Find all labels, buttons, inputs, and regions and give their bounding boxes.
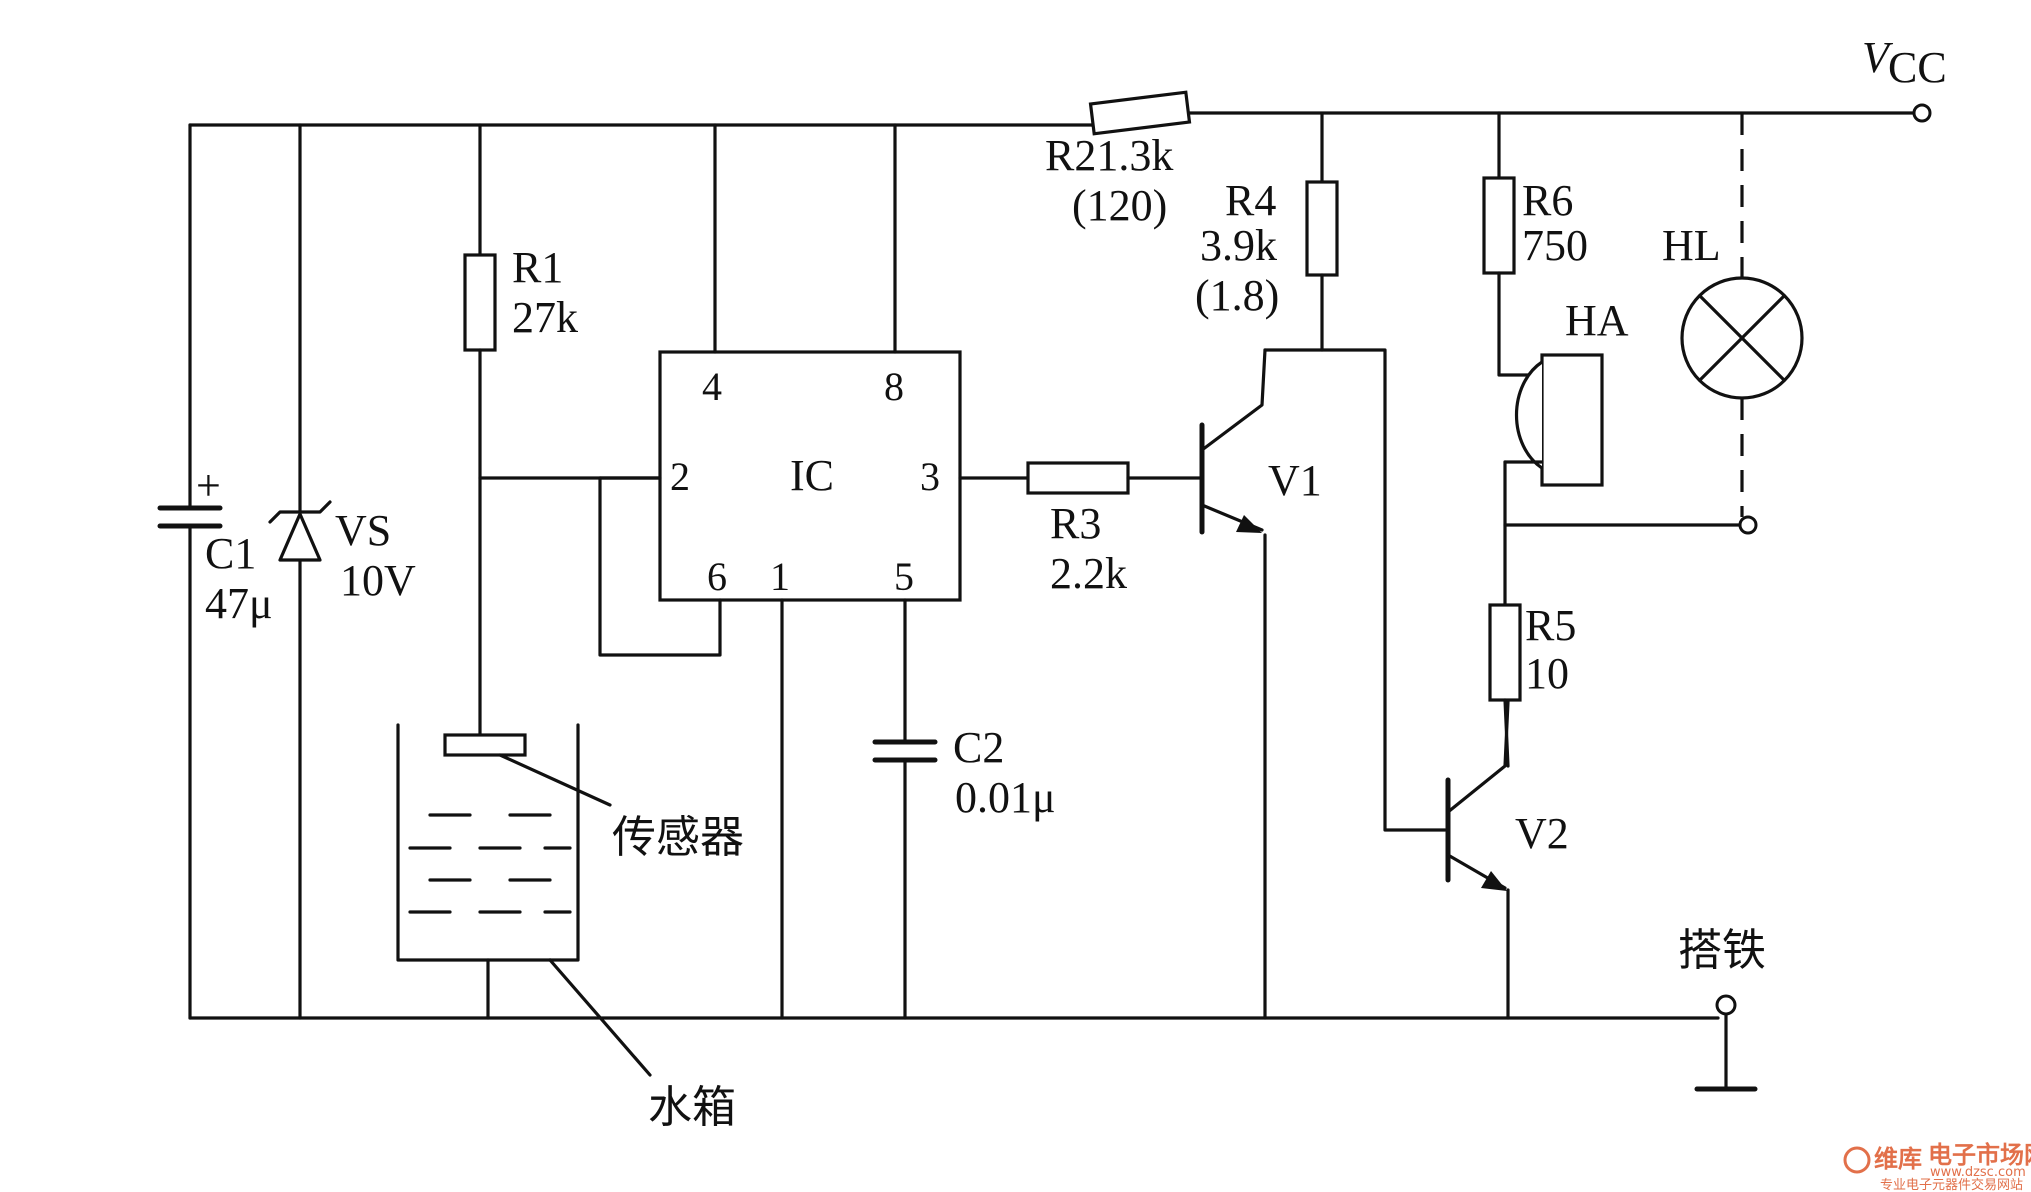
resistor-r3: [1026, 461, 1202, 495]
ic-pin-2: 2: [670, 454, 690, 499]
sensor-label: 传感器: [612, 812, 744, 863]
watermark-domain: www.dzsc.com: [1930, 1165, 2026, 1180]
c1-name: C1: [205, 529, 256, 578]
resistor-r4: [1263, 112, 1447, 832]
r5-value: 10: [1525, 649, 1569, 698]
hl-name: HL: [1662, 221, 1721, 270]
vcc-label: V CC: [1862, 33, 1947, 92]
svg-text:CC: CC: [1888, 43, 1947, 92]
supply-rail: [188, 103, 1932, 127]
resistor-r2: [1088, 90, 1192, 136]
r3-value: 2.2k: [1050, 549, 1127, 598]
r6-value: 750: [1522, 221, 1588, 270]
ic-pin-3: 3: [920, 454, 940, 499]
r2-label: R21.3k: [1045, 131, 1173, 180]
ic-555: [598, 123, 1030, 1020]
tank-label: 水箱: [648, 1082, 736, 1133]
buzzer-ha: [1503, 353, 1758, 607]
watermark-brand: 维库: [1874, 1145, 1922, 1173]
c1-polarity: +: [196, 461, 221, 510]
transistor-v2: [1445, 700, 1510, 1020]
r4-value: 3.9k: [1200, 221, 1277, 270]
r4-alt: (1.8): [1195, 271, 1279, 320]
water-tank: [396, 723, 652, 1077]
svg-text:V: V: [1862, 33, 1894, 82]
capacitor-c1: [157, 123, 223, 1020]
vs-value: 10V: [340, 556, 416, 605]
watermark-site: 电子市场网: [1928, 1141, 2031, 1169]
ic-name: IC: [790, 451, 834, 500]
r2-alt: (120): [1072, 181, 1167, 230]
ground-rail: [188, 994, 1758, 1092]
watermark: 维库 电子市场网 www.dzsc.com 专业电子元器件交易网站: [1843, 1141, 2031, 1192]
v2-name: V2: [1515, 809, 1569, 858]
c2-value: 0.01μ: [955, 773, 1056, 822]
v1-name: V1: [1268, 456, 1322, 505]
c1-value: 47μ: [205, 579, 273, 628]
capacitor-c2: [872, 739, 938, 1020]
ic-pin-6: 6: [707, 554, 727, 599]
r5-name: R5: [1525, 601, 1576, 650]
resistor-r1: [463, 123, 662, 740]
ground-label: 搭铁: [1678, 925, 1766, 976]
watermark-logo-icon: [1843, 1146, 1871, 1174]
vs-name: VS: [335, 506, 391, 555]
transistor-v1: [1199, 348, 1267, 1020]
r4-name: R4: [1225, 176, 1276, 225]
r3-name: R3: [1050, 499, 1101, 548]
r6-name: R6: [1522, 176, 1573, 225]
lamp-hl: [1680, 113, 1804, 517]
watermark-tagline: 专业电子元器件交易网站: [1880, 1177, 2023, 1192]
ic-pin-5: 5: [894, 554, 914, 599]
resistor-r5: [1488, 603, 1522, 768]
ha-name: HA: [1565, 296, 1629, 345]
resistor-r6: [1482, 111, 1544, 377]
ic-pin-4: 4: [702, 364, 722, 409]
c2-name: C2: [953, 723, 1004, 772]
ic-pin-8: 8: [884, 364, 904, 409]
zener-diode-vs: [268, 123, 332, 1020]
r1-value: 27k: [512, 293, 578, 342]
ic-pin-1: 1: [770, 554, 790, 599]
r1-name: R1: [512, 243, 563, 292]
